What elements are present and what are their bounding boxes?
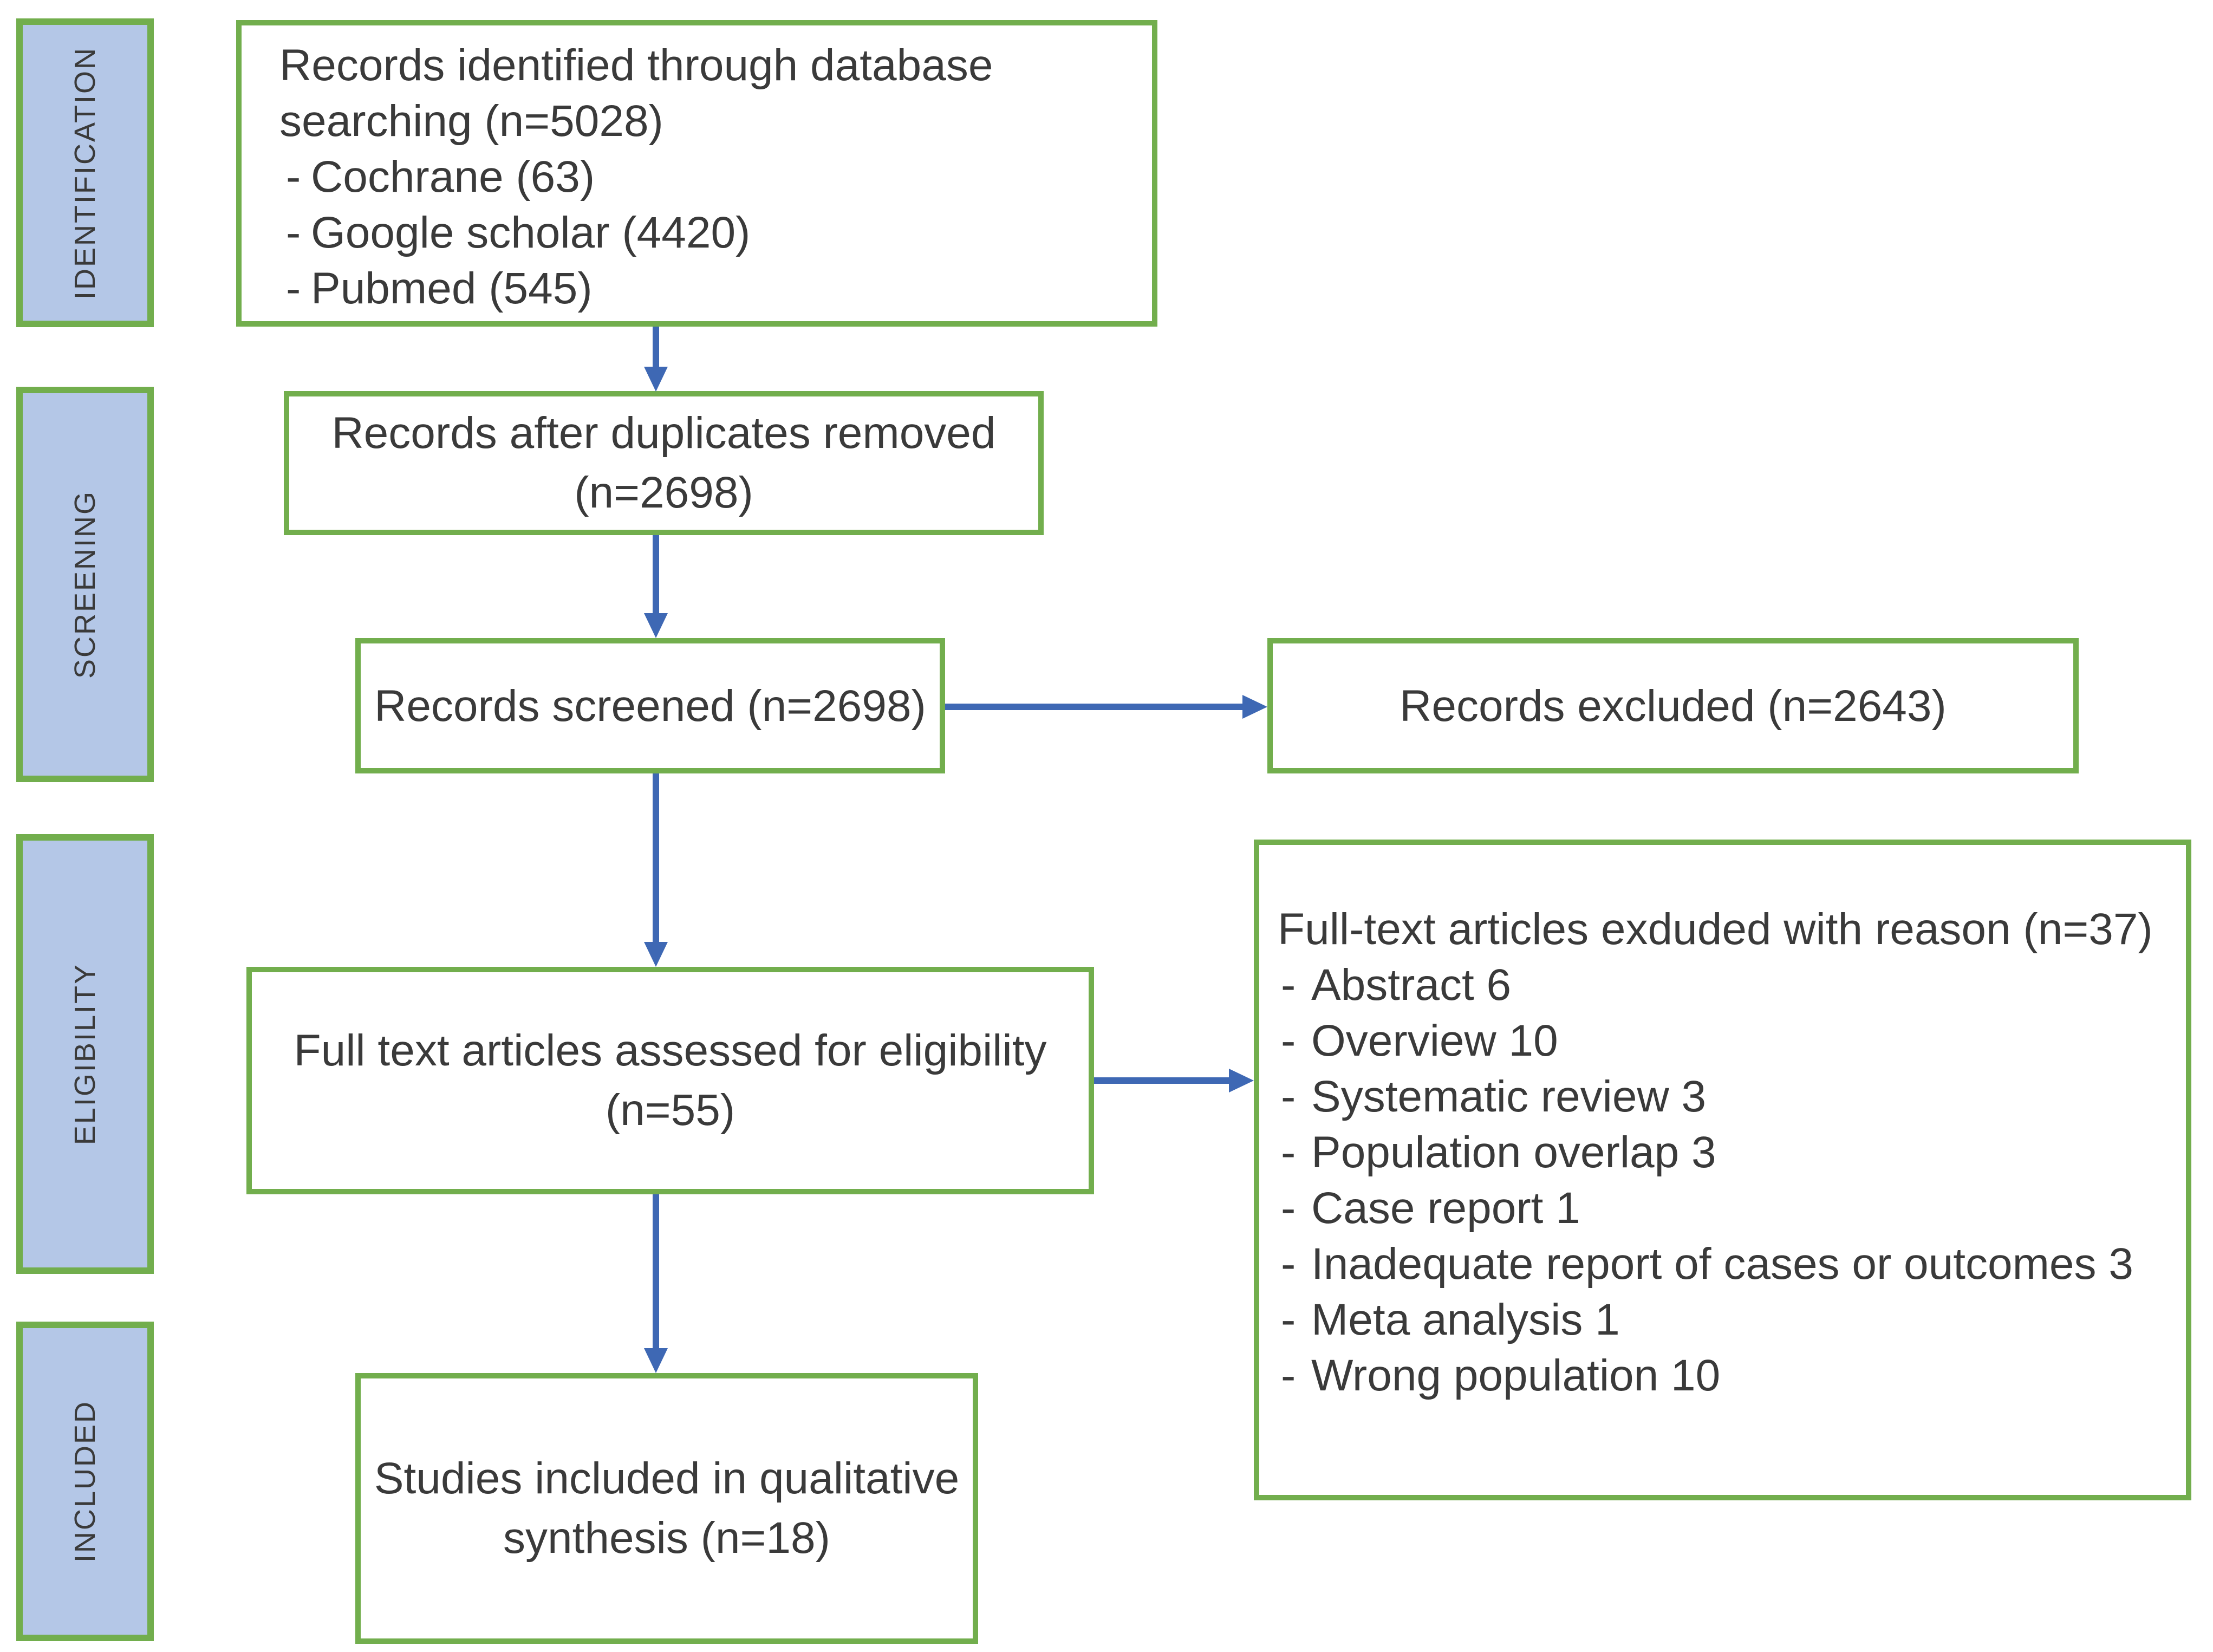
stage-included: INCLUDED [16, 1322, 154, 1641]
list-item: - Google scholar (4420) [279, 205, 1136, 261]
fulltext-assessed-line1: Full text articles assessed for eligibil… [294, 1026, 1047, 1075]
arrow-shaft [653, 1194, 659, 1349]
source-google-scholar: Google scholar (4420) [311, 208, 751, 257]
arrow-shaft [945, 704, 1244, 710]
arrow-head-down-icon [644, 942, 668, 967]
arrow-head-right-icon [1229, 1069, 1254, 1092]
duplicates-removed-line1: Records after duplicates removed [331, 408, 996, 458]
list-dash: - [1281, 1183, 1296, 1233]
stage-screening-label: SCREENING [69, 490, 101, 679]
fulltext-excluded-box: Full-text articles exduded with reason (… [1254, 840, 2191, 1500]
list-item: - Abstract 6 [1278, 957, 2170, 1013]
reason-abstract: Abstract 6 [1311, 960, 1512, 1010]
studies-included-line1: Studies included in qualitative [374, 1454, 960, 1503]
reason-population-overlap: Population overlap 3 [1311, 1128, 1716, 1177]
arrow-head-down-icon [644, 1348, 668, 1373]
records-identified-line2: searching (n=5028) [279, 96, 663, 146]
reason-meta-analysis: Meta analysis 1 [1311, 1295, 1620, 1344]
list-dash: - [286, 152, 301, 201]
records-identified-box: Records identified through database sear… [236, 20, 1157, 327]
stage-included-label: INCLUDED [69, 1400, 101, 1563]
records-identified-line1: Records identified through database [279, 41, 993, 90]
arrow-screened-to-eligibility [644, 773, 668, 967]
list-dash: - [1281, 960, 1296, 1010]
records-screened-label: Records screened (n=2698) [374, 681, 926, 731]
list-item: - Cochrane (63) [279, 149, 1136, 205]
arrow-shaft [653, 535, 659, 614]
reason-systematic-review: Systematic review 3 [1311, 1072, 1707, 1121]
reason-case-report: Case report 1 [1311, 1183, 1580, 1233]
list-item: - Wrong population 10 [1278, 1348, 2170, 1403]
reason-inadequate-report: Inadequate report of cases or outcomes 3 [1311, 1239, 2133, 1289]
arrow-shaft [653, 773, 659, 943]
stage-identification: IDENTIFICATION [16, 18, 154, 327]
list-item: - Case report 1 [1278, 1180, 2170, 1236]
arrow-head-down-icon [644, 613, 668, 638]
arrow-identified-to-duplicates [644, 327, 668, 392]
list-dash: - [286, 264, 301, 313]
fulltext-excluded-title: Full-text articles exduded with reason (… [1278, 905, 2153, 954]
arrow-shaft [1094, 1077, 1230, 1084]
stage-eligibility-label: ELIGIBILITY [69, 962, 101, 1146]
studies-included-box: Studies included in qualitative synthesi… [355, 1373, 978, 1644]
stage-identification-label: IDENTIFICATION [69, 46, 101, 300]
stage-screening: SCREENING [16, 387, 154, 782]
list-dash: - [1281, 1239, 1296, 1289]
source-cochrane: Cochrane (63) [311, 152, 595, 201]
arrow-screened-to-excluded [945, 695, 1267, 719]
list-dash: - [1281, 1072, 1296, 1121]
list-dash: - [1281, 1351, 1296, 1400]
list-dash: - [1281, 1128, 1296, 1177]
fulltext-assessed-box: Full text articles assessed for eligibil… [246, 967, 1094, 1194]
list-item: - Pubmed (545) [279, 261, 1136, 316]
arrow-shaft [653, 327, 659, 368]
duplicates-removed-line2: (n=2698) [574, 468, 753, 517]
list-item: - Systematic review 3 [1278, 1069, 2170, 1124]
arrow-head-down-icon [644, 367, 668, 392]
stage-eligibility: ELIGIBILITY [16, 834, 154, 1274]
reason-overview: Overview 10 [1311, 1016, 1558, 1065]
arrow-eligibility-to-fulltext-excluded [1094, 1069, 1254, 1092]
records-excluded-label: Records excluded (n=2643) [1400, 681, 1947, 731]
list-dash: - [1281, 1295, 1296, 1344]
arrow-eligibility-to-included [644, 1194, 668, 1373]
list-dash: - [1281, 1016, 1296, 1065]
reason-wrong-population: Wrong population 10 [1311, 1351, 1721, 1400]
records-excluded-box: Records excluded (n=2643) [1267, 638, 2079, 773]
studies-included-line2: synthesis (n=18) [503, 1513, 830, 1563]
list-item: - Inadequate report of cases or outcomes… [1278, 1236, 2170, 1292]
list-item: - Overview 10 [1278, 1013, 2170, 1069]
source-pubmed: Pubmed (545) [311, 264, 593, 313]
duplicates-removed-box: Records after duplicates removed (n=2698… [284, 391, 1044, 535]
arrow-head-right-icon [1242, 695, 1267, 719]
arrow-duplicates-to-screened [644, 535, 668, 638]
list-dash: - [286, 208, 301, 257]
fulltext-assessed-line2: (n=55) [605, 1085, 736, 1135]
records-screened-box: Records screened (n=2698) [355, 638, 945, 773]
list-item: - Meta analysis 1 [1278, 1292, 2170, 1348]
list-item: - Population overlap 3 [1278, 1124, 2170, 1180]
